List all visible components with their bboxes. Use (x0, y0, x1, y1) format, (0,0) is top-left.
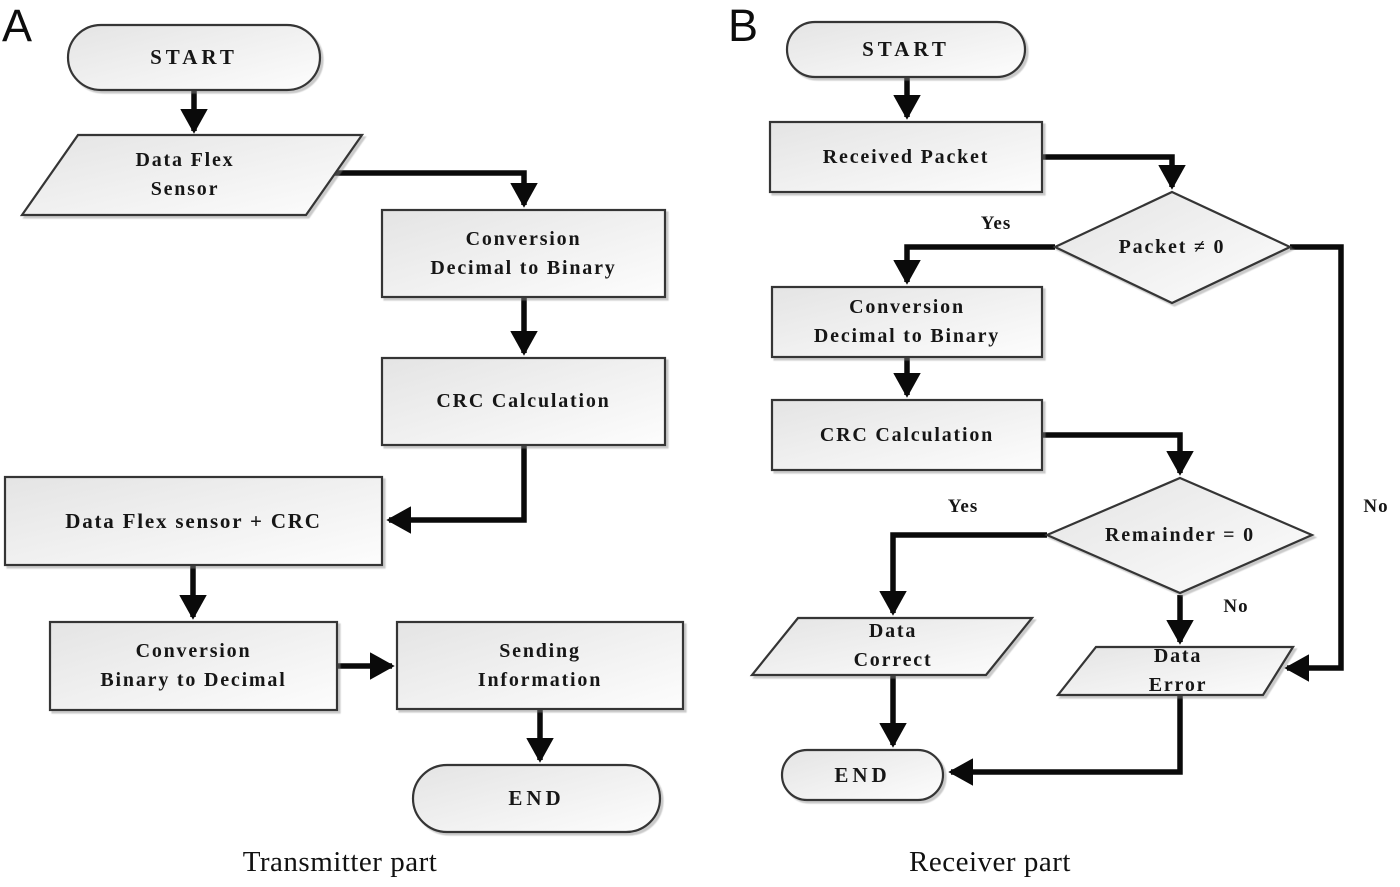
arrow-b-remainder-yes (879, 532, 1047, 616)
arrow-b-packet-no (1284, 244, 1344, 682)
process-box-conversion-d2b-b (770, 285, 1044, 359)
process-box-conversion-b2d (48, 620, 339, 712)
terminator-start-a (66, 23, 322, 92)
arrow-b-error-to-end (948, 695, 1183, 786)
process-box-conversion-d2b-a (380, 208, 667, 299)
terminator-start-b (785, 20, 1027, 79)
process-box-received-packet (768, 120, 1044, 194)
io-parallelogram-data-flex-sensor (19, 133, 365, 217)
process-box-crc-calculation-b (770, 398, 1044, 472)
io-parallelogram-data-correct (749, 616, 1035, 677)
process-box-data-flex-crc (3, 475, 384, 567)
arrow-b-received-to-packet (1042, 154, 1186, 190)
arrow-b-crc-to-remainder (1042, 432, 1194, 476)
decision-diamond-remainder (1044, 476, 1315, 595)
decision-diamond-packet (1052, 190, 1293, 305)
io-parallelogram-data-error (1055, 645, 1295, 697)
terminator-end-b (780, 748, 945, 802)
process-box-sending-information (395, 620, 685, 711)
arrow-a-crc-to-datacrc (386, 445, 527, 534)
arrow-b-packet-yes (893, 244, 1055, 285)
process-box-crc-calculation-a (380, 356, 667, 447)
terminator-end-a (411, 763, 662, 834)
arrow-a-input-to-conversion (334, 170, 538, 208)
